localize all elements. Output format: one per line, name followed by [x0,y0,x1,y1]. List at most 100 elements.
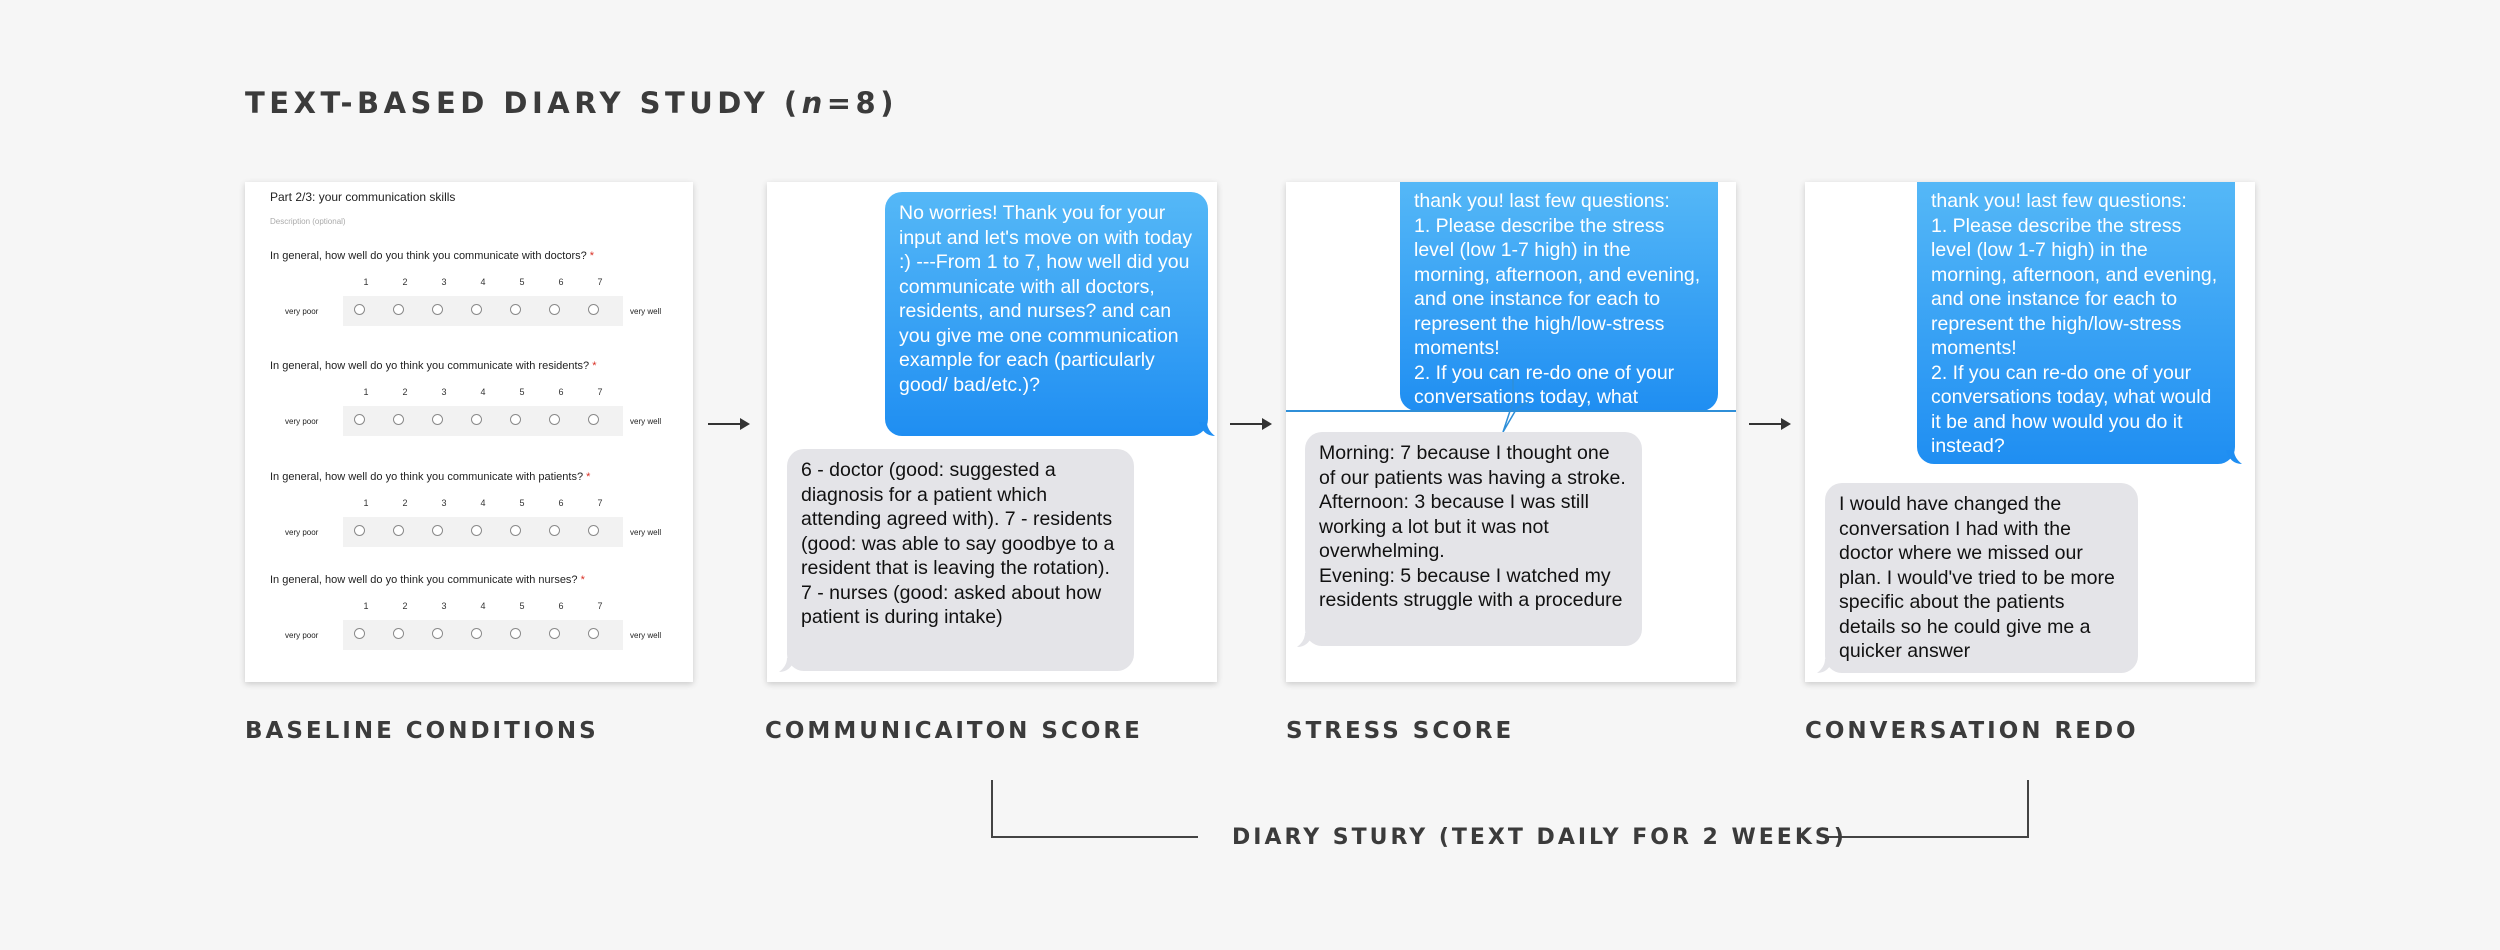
rating-radio[interactable] [549,304,560,315]
question-bubble: thank you! last few questions: 1. Please… [1400,182,1718,411]
scale-number: 2 [402,277,408,287]
rating-row [343,517,623,547]
answer-bubble: I would have changed the conversation I … [1825,483,2138,673]
page-title: TEXT-BASED DIARY STUDY (n=8) [245,86,898,120]
bubble-tail-icon [779,658,795,672]
scale-number: 1 [363,601,369,611]
question-bubble: No worries! Thank you for your input and… [885,192,1208,436]
form-question: In general, how well do yo think you com… [270,574,585,586]
form-description: Description (optional) [270,217,346,226]
scale-number: 6 [558,277,564,287]
stress-chat-card: thank you! last few questions: 1. Please… [1286,182,1736,682]
rating-radio[interactable] [354,304,365,315]
rating-radio[interactable] [471,304,482,315]
scale-high-label: very well [630,417,662,426]
scale-number: 5 [519,601,525,611]
scale-number: 2 [402,601,408,611]
scale-number: 7 [597,387,603,397]
arrow-right-icon [708,418,750,430]
stress-label: STRESS SCORE [1286,718,1515,744]
required-mark: * [589,250,595,262]
rating-radio[interactable] [510,525,521,536]
scale-low-label: very poor [285,528,319,537]
scale-high-label: very well [630,631,662,640]
rating-radio[interactable] [354,414,365,425]
rating-radio[interactable] [588,628,599,639]
question-text: In general, how well do you think you co… [270,250,587,262]
redo-label: CONVERSATION REDO [1805,718,2139,744]
arrow-right-icon [1230,418,1272,430]
rating-radio[interactable] [354,628,365,639]
scale-number: 3 [441,277,447,287]
rating-radio[interactable] [393,304,404,315]
rating-radio[interactable] [549,628,560,639]
rating-radio[interactable] [471,414,482,425]
scale-number: 6 [558,498,564,508]
rating-radio[interactable] [393,628,404,639]
diary-bracket [991,780,2029,838]
rating-radio[interactable] [432,628,443,639]
form-question: In general, how well do yo think you com… [270,471,590,483]
scale-number: 2 [402,498,408,508]
scale-low-label: very poor [285,307,319,316]
scale-high-label: very well [630,528,662,537]
answer-bubble: Morning: 7 because I thought one of our … [1305,432,1642,646]
rating-radio[interactable] [393,414,404,425]
question-text: In general, how well do yo think you com… [270,360,590,372]
baseline-form-card: Part 2/3: your communication skills Desc… [245,182,693,682]
scale-number: 1 [363,387,369,397]
scale-number: 2 [402,387,408,397]
required-mark: * [586,471,591,483]
rating-radio[interactable] [510,414,521,425]
required-mark: * [592,360,597,372]
scale-number: 5 [519,498,525,508]
bubble-tail-icon [1199,422,1215,436]
rating-radio[interactable] [432,414,443,425]
question-text: In general, how well do yo think you com… [270,471,584,483]
bubble-tail-icon [1817,659,1833,673]
communication-label: COMMUNICAITON SCORE [765,718,1143,744]
scale-low-label: very poor [285,417,319,426]
rating-radio[interactable] [510,628,521,639]
rating-radio[interactable] [588,525,599,536]
required-mark: * [580,574,585,586]
scale-number: 4 [480,277,486,287]
scale-number: 4 [480,387,486,397]
scale-number: 1 [363,498,369,508]
rating-radio[interactable] [588,304,599,315]
rating-radio[interactable] [354,525,365,536]
rating-radio[interactable] [471,628,482,639]
question-text: In general, how well do yo think you com… [270,574,578,586]
rating-radio[interactable] [549,414,560,425]
diary-bracket-label: DIARY STURY (TEXT DAILY FOR 2 WEEKS) [1232,825,1847,850]
rating-radio[interactable] [471,525,482,536]
screenshot-seam-line [1286,410,1736,412]
rating-row [343,296,623,326]
scale-number: 3 [441,601,447,611]
rating-radio[interactable] [549,525,560,536]
scale-number: 4 [480,601,486,611]
rating-radio[interactable] [588,414,599,425]
bubble-tail-icon [2226,450,2242,464]
form-question: In general, how well do you think you co… [270,250,594,262]
scale-low-label: very poor [285,631,319,640]
scale-number: 5 [519,277,525,287]
scale-number: 7 [597,498,603,508]
rating-radio[interactable] [432,304,443,315]
scale-high-label: very well [630,307,662,316]
rating-radio[interactable] [393,525,404,536]
rating-radio[interactable] [432,525,443,536]
arrow-right-icon [1749,418,1791,430]
rating-radio[interactable] [510,304,521,315]
answer-bubble: 6 - doctor (good: suggested a diagnosis … [787,449,1134,671]
rating-row [343,620,623,650]
scale-number: 1 [363,277,369,287]
scale-number: 6 [558,601,564,611]
communication-chat-card: No worries! Thank you for your input and… [767,182,1217,682]
scale-number: 6 [558,387,564,397]
scale-number: 3 [441,387,447,397]
scale-number: 3 [441,498,447,508]
